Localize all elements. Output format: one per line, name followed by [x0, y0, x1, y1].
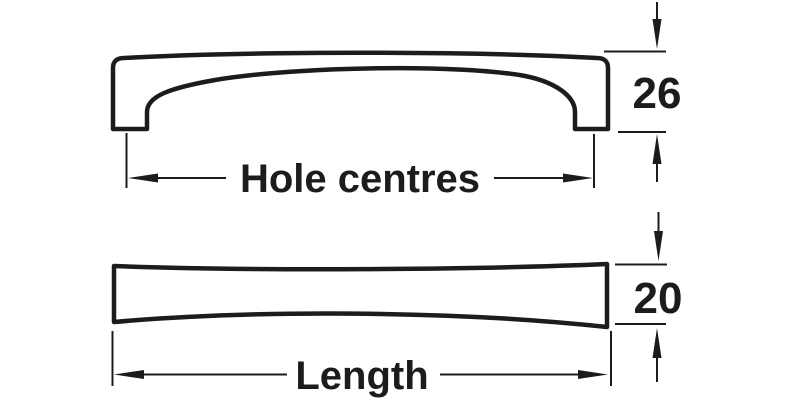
hole-centres-dimension: Hole centres [125, 133, 595, 201]
length-dimension: Length [111, 331, 612, 398]
up-arrowhead [652, 134, 662, 164]
side-view [111, 261, 610, 330]
down-arrowhead [654, 231, 663, 261]
front-view-handle-outline [110, 50, 611, 132]
height-26-value: 26 [633, 69, 682, 118]
left-arrowhead [128, 173, 158, 183]
up-arrowhead [652, 328, 662, 358]
right-arrowhead [563, 173, 593, 183]
hole-centres-label: Hole centres [240, 157, 480, 201]
front-view [110, 50, 611, 132]
down-arrowhead [652, 19, 662, 49]
left-arrowhead [114, 370, 144, 379]
side-view-height-dimension: 20 [615, 212, 682, 382]
side-view-handle-outline [111, 261, 610, 330]
right-arrowhead [578, 370, 608, 379]
length-label: Length [295, 354, 428, 398]
front-view-height-dimension: 26 [604, 2, 681, 182]
height-20-value: 20 [634, 274, 683, 323]
